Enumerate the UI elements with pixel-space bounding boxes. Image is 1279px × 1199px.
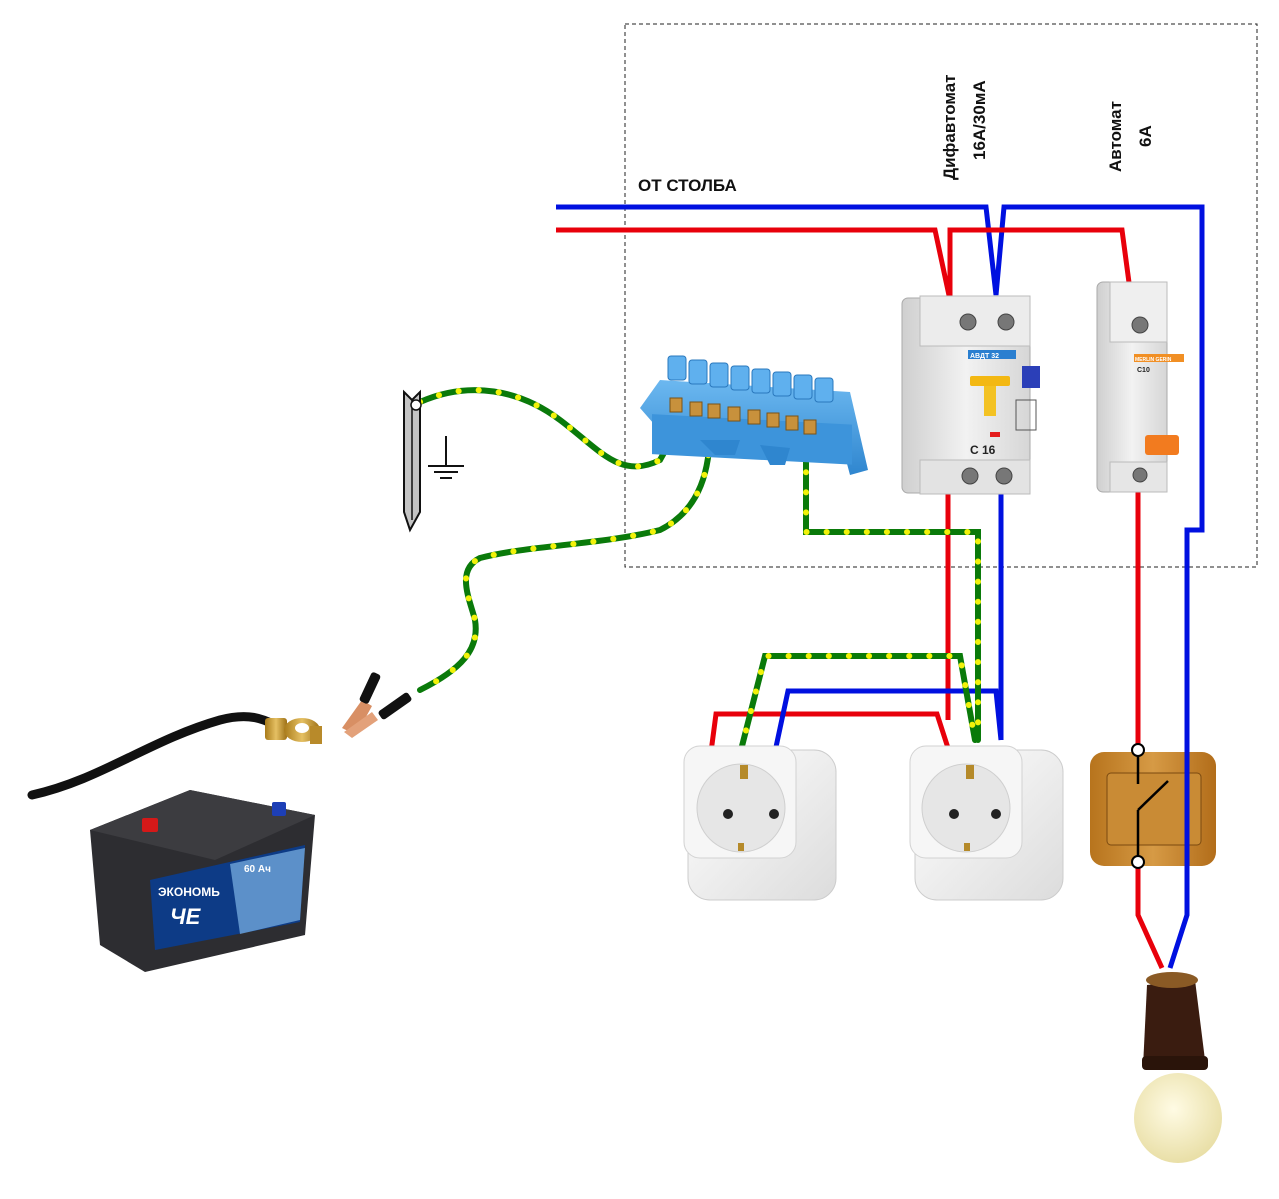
- socket1-phase-wire: [708, 711, 951, 753]
- light-bulb: [1134, 972, 1222, 1163]
- rcbo-breaker: АВДТ 32 C 16: [901, 295, 1040, 495]
- earth-bus-bar: [640, 355, 868, 475]
- socket-2: [909, 745, 1064, 901]
- battery-brand-text: ЭКОНОМЬ: [158, 885, 220, 899]
- breaker-label-line1: Автомат: [1106, 101, 1125, 172]
- light-switch: [1090, 743, 1216, 869]
- alligator-clip: [342, 672, 412, 738]
- ground-rod: [403, 389, 422, 533]
- breaker-rating-text: C10: [1137, 367, 1150, 374]
- from-pole-label: ОТ СТОЛБА: [638, 176, 737, 195]
- breaker-label: Автомат 6А: [1106, 101, 1155, 172]
- socket-1: [683, 745, 837, 901]
- socket1-neutral-wire: [773, 688, 1004, 748]
- ground-symbol-icon: [428, 436, 464, 479]
- rcbo-label-line2: 16А/30мА: [970, 80, 989, 160]
- battery-model-text: ЧЕ: [170, 904, 202, 929]
- rcbo-rating-text: C 16: [970, 443, 996, 457]
- distribution-box-outline: [624, 23, 1258, 568]
- bonding-cable: [27, 712, 280, 800]
- circuit-breaker: MERLIN GERIN C10: [1096, 281, 1184, 493]
- battery-terminal-clamp: [265, 718, 322, 744]
- rcbo-label-line1: Дифавтомат: [940, 74, 959, 180]
- battery-capacity-text: 60 Ач: [244, 864, 271, 875]
- rcbo-label: Дифавтомат 16А/30мА: [940, 74, 989, 180]
- battery: ЭКОНОМЬ ЧЕ 60 Ач: [90, 790, 315, 972]
- phase-incoming-wire: [556, 227, 1133, 301]
- switch-to-bulb-phase-wire: [1135, 860, 1165, 970]
- breaker-badge-text: MERLIN GERIN: [1135, 357, 1172, 363]
- breaker-label-line2: 6А: [1136, 125, 1155, 147]
- rcbo-badge-text: АВДТ 32: [970, 353, 999, 360]
